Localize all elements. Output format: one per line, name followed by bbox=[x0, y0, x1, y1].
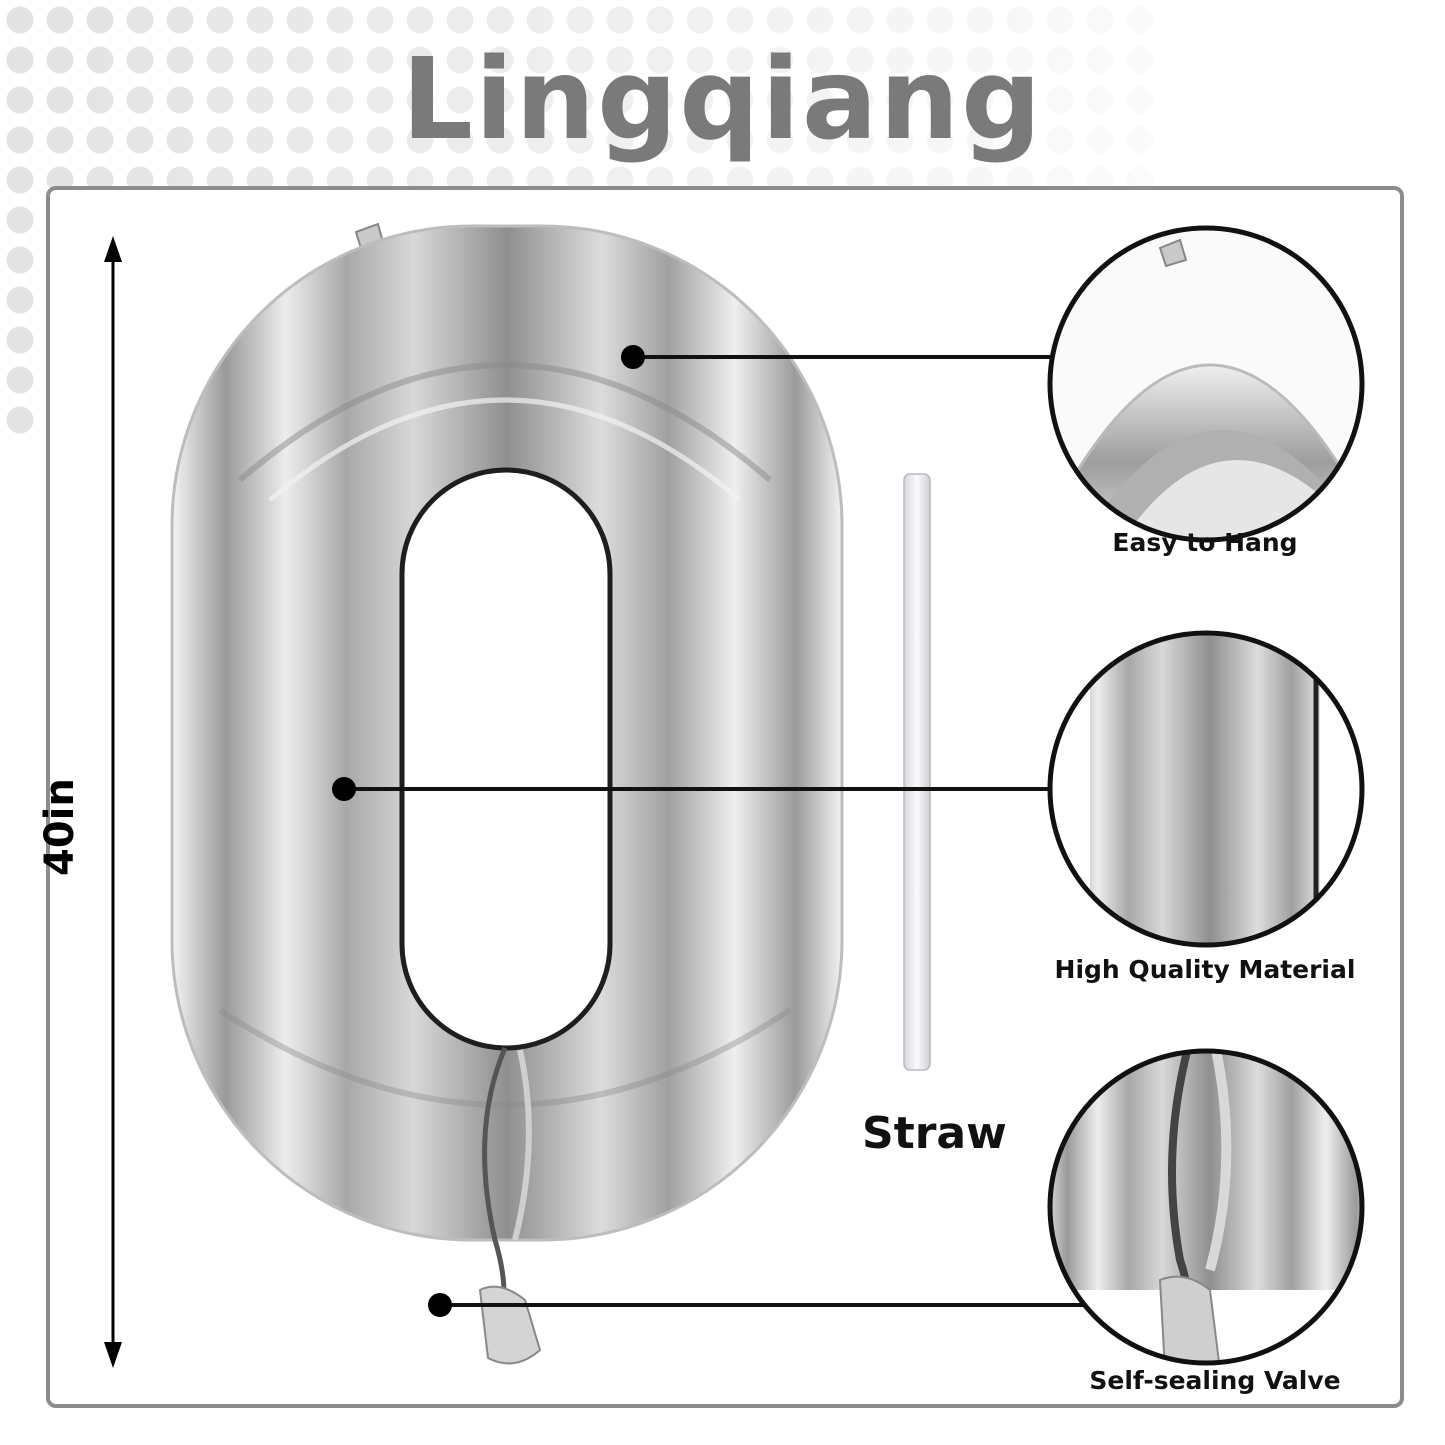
balloon-valve bbox=[478, 1285, 542, 1365]
callout-dot-hang bbox=[621, 345, 645, 369]
arrow-down-icon bbox=[104, 1342, 122, 1368]
straw bbox=[903, 473, 931, 1071]
zoom-circle-material bbox=[1050, 633, 1362, 945]
arrow-up-icon bbox=[104, 236, 122, 262]
feature-label-self-sealing-valve: Self-sealing Valve bbox=[1089, 1366, 1341, 1395]
feature-label-easy-to-hang: Easy to Hang bbox=[1112, 528, 1298, 557]
straw-label: Straw bbox=[862, 1108, 1007, 1159]
balloon-hole bbox=[399, 467, 613, 1051]
zoom-circle-hang bbox=[1050, 228, 1362, 540]
callout-dot-valve bbox=[428, 1293, 452, 1317]
brand-title: Lingqiang bbox=[401, 35, 1044, 165]
zoom-circle-valve bbox=[1050, 1051, 1362, 1363]
feature-label-high-quality-material: High Quality Material bbox=[1054, 955, 1356, 984]
callout-dot-material bbox=[332, 777, 356, 801]
